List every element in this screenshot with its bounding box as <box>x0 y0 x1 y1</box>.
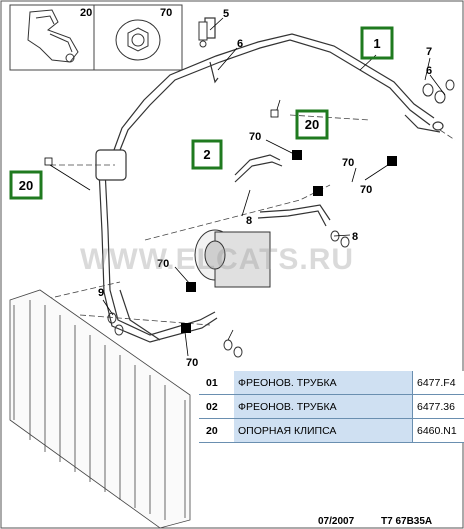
callout-70-e: 70 <box>186 357 198 369</box>
table-row[interactable]: 01 ФРЕОНОВ. ТРУБКА 6477.F4 <box>199 371 464 395</box>
compressor-drawing <box>194 229 271 288</box>
part-number: 02 <box>199 394 234 419</box>
part-reference[interactable]: 6477.36 <box>412 394 464 419</box>
callout-box-20-left[interactable]: 20 <box>9 170 43 200</box>
callout-6-top: 6 <box>237 38 243 50</box>
callout-70-d: 70 <box>157 258 169 270</box>
pipe-01-drawing <box>113 17 444 151</box>
inset-clip-drawing <box>27 9 79 63</box>
condenser-drawing <box>9 289 191 529</box>
seal-markers <box>181 150 397 333</box>
clip-marker-left <box>44 157 53 166</box>
callout-box-1-label: 1 <box>373 36 380 51</box>
callout-5: 5 <box>223 8 229 20</box>
callout-box-20-top-label: 20 <box>305 117 319 132</box>
oring-parts <box>107 21 455 358</box>
part-description: ФРЕОНОВ. ТРУБКА <box>234 394 413 419</box>
callout-70-b: 70 <box>342 157 354 169</box>
callout-box-20-left-label: 20 <box>19 178 33 193</box>
callout-8-b: 8 <box>352 231 358 243</box>
part-description: ФРЕОНОВ. ТРУБКА <box>234 371 413 395</box>
callout-8-a: 8 <box>246 215 252 227</box>
dashed-guide-lines <box>19 114 456 326</box>
callout-box-20-top[interactable]: 20 <box>295 109 329 140</box>
clip-marker-top <box>270 109 279 118</box>
callout-box-1[interactable]: 1 <box>360 26 394 60</box>
callout-70-a: 70 <box>249 131 261 143</box>
part-number: 20 <box>199 418 234 443</box>
part-description: ОПОРНАЯ КЛИПСА <box>234 418 413 443</box>
parts-table: 01 ФРЕОНОВ. ТРУБКА 6477.F4 02 ФРЕОНОВ. Т… <box>199 371 464 443</box>
footer-code: T7 67B35A <box>381 516 433 527</box>
inset-label-70: 70 <box>160 7 172 19</box>
callout-6-right: 6 <box>426 65 432 77</box>
part-reference[interactable]: 6477.F4 <box>412 371 464 395</box>
footer-date: 07/2007 <box>318 516 355 527</box>
part-reference[interactable]: 6460.N1 <box>412 418 464 443</box>
callout-7: 7 <box>426 46 432 58</box>
callout-box-2-label: 2 <box>203 147 210 162</box>
inset-nut-drawing <box>115 19 161 61</box>
table-row[interactable]: 20 ОПОРНАЯ КЛИПСА 6460.N1 <box>199 418 464 443</box>
table-row[interactable]: 02 ФРЕОНОВ. ТРУБКА 6477.36 <box>199 394 464 419</box>
callout-70-c: 70 <box>360 184 372 196</box>
part-number: 01 <box>199 371 234 395</box>
callout-box-2[interactable]: 2 <box>191 139 223 170</box>
inset-box: 20 70 <box>9 4 183 71</box>
callout-9: 9 <box>98 287 104 299</box>
leader-lines <box>49 17 446 357</box>
inset-label-20: 20 <box>80 7 92 19</box>
